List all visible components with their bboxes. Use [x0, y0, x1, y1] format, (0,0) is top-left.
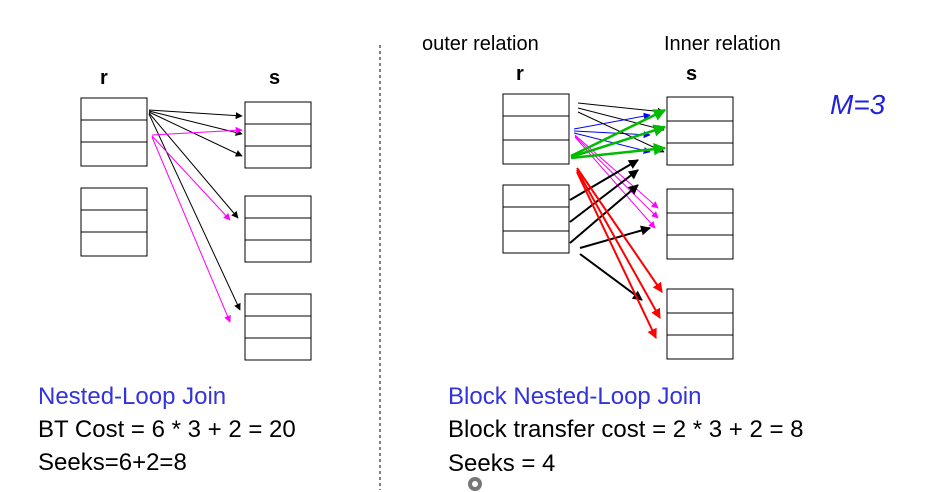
left-arrow-4 — [148, 112, 239, 219]
left-r-block-2 — [80, 187, 148, 257]
left-r-label: r — [100, 67, 108, 89]
right-arrow-black-8 — [579, 253, 643, 301]
right-arrow-green-1 — [570, 108, 667, 158]
outer-relation-label: outer relation — [422, 33, 539, 55]
right-seeks: Seeks = 4 — [448, 450, 555, 477]
left-arrow-6 — [151, 126, 243, 136]
left-title: Nested-Loop Join — [38, 383, 226, 410]
right-s-block-3 — [666, 288, 734, 360]
right-arrow-red-3 — [576, 171, 657, 339]
right-s-block-1 — [666, 96, 734, 166]
left-arrows — [148, 109, 243, 323]
left-arrow-5 — [148, 113, 241, 311]
right-arrow-red-1 — [576, 167, 663, 293]
right-arrow-black-6 — [569, 184, 639, 244]
cursor-icon — [468, 477, 482, 491]
right-arrow-red-2 — [576, 169, 661, 319]
right-arrow-black-4 — [569, 159, 639, 201]
memory-m-label: M=3 — [830, 89, 886, 120]
left-bt-cost: BT Cost = 6 * 3 + 2 = 20 — [38, 416, 296, 443]
right-r-label: r — [516, 63, 524, 85]
left-seeks: Seeks=6+2=8 — [38, 449, 187, 476]
left-s-block-2 — [244, 195, 312, 263]
right-block-transfer-cost: Block transfer cost = 2 * 3 + 2 = 8 — [448, 416, 804, 443]
left-arrow-2 — [148, 110, 243, 136]
right-arrow-blue-3 — [573, 132, 651, 154]
left-r-block-1 — [80, 97, 148, 167]
right-title: Block Nested-Loop Join — [448, 383, 701, 410]
right-arrow-blue-1 — [573, 112, 651, 130]
right-arrow-green-2 — [570, 124, 667, 159]
right-arrow-black-2 — [577, 107, 665, 132]
left-arrow-1 — [148, 109, 243, 120]
left-s-block-1 — [244, 101, 312, 169]
right-s-label: s — [686, 63, 697, 85]
right-arrow-magenta-2 — [574, 135, 659, 219]
right-s-block-2 — [666, 188, 734, 260]
left-s-block-3 — [244, 293, 312, 361]
right-arrow-blue-2 — [573, 130, 651, 139]
right-arrow-green-3 — [570, 142, 667, 160]
left-arrow-7 — [151, 135, 231, 221]
inner-relation-label: Inner relation — [664, 33, 781, 55]
right-r-block-1 — [502, 93, 570, 165]
right-r-block-2 — [502, 184, 570, 254]
left-arrow-3 — [148, 111, 243, 157]
left-s-label: s — [269, 67, 280, 89]
right-arrows — [569, 102, 667, 339]
right-arrow-black-5 — [569, 169, 639, 223]
right-arrow-black-1 — [577, 102, 665, 115]
left-arrow-8 — [151, 136, 231, 323]
